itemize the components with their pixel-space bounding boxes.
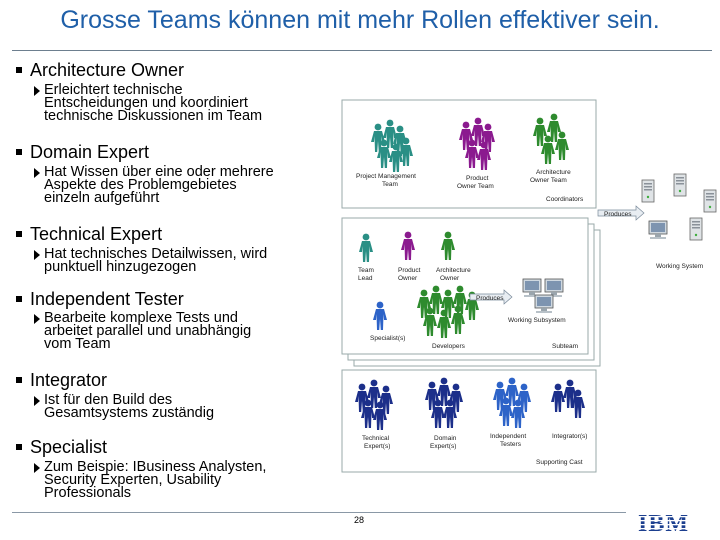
integrators-label: Integrator(s) [552, 433, 587, 440]
subteam-label: Subteam [552, 343, 578, 350]
role-specialist: Specialist [14, 437, 107, 458]
role-detail: Ist für den Build des Gesamtsystems zust… [34, 393, 344, 420]
role-detail: Hat Wissen über eine oder mehrere Aspekt… [34, 165, 344, 205]
bullet-triangle-icon [34, 314, 40, 324]
role-detail: Zum Beispie: IBusiness Analysten, Securi… [34, 460, 344, 500]
svg-text:Produces: Produces [604, 211, 632, 218]
role-detail: Hat technisches Detailwissen, wird punkt… [34, 247, 344, 274]
bullet-square-icon [16, 295, 22, 302]
specialists-label: Specialist(s) [370, 335, 405, 342]
working-system-label: Working System [656, 263, 703, 270]
bullet-square-icon [16, 376, 22, 383]
ibm-logo-text: IBM [638, 511, 689, 536]
bullet-triangle-icon [34, 463, 40, 473]
coordinators-label: Coordinators [546, 196, 584, 203]
bullet-triangle-icon [34, 168, 40, 178]
produces-arrow-top: Produces [597, 205, 645, 221]
developers-label: Developers [432, 343, 466, 350]
role-detail: Erleichtert technische Entscheidungen un… [34, 83, 344, 123]
bullet-square-icon [16, 230, 22, 237]
working-subsystem-label: Working Subsystem [508, 317, 566, 324]
role-independent-tester: Independent Tester [14, 289, 184, 310]
footer-divider [12, 512, 626, 513]
svg-text:Produces: Produces [476, 295, 504, 302]
role-technical-expert: Technical Expert [14, 224, 162, 245]
ibm-logo: IBM [636, 511, 706, 536]
page-number: 28 [354, 515, 365, 525]
bullet-triangle-icon [34, 86, 40, 96]
role-detail: Bearbeite komplexe Tests und arbeitet pa… [34, 311, 344, 351]
role-domain-expert: Domain Expert [14, 142, 149, 163]
title-divider [12, 50, 712, 51]
bullet-triangle-icon [34, 250, 40, 260]
bullet-square-icon [16, 148, 22, 155]
working-system-cluster [641, 173, 717, 241]
role-integrator: Integrator [14, 370, 107, 391]
role-architecture-owner: Architecture Owner [14, 60, 184, 81]
slide-title: Grosse Teams können mit mehr Rollen effe… [60, 6, 660, 34]
bullet-square-icon [16, 443, 22, 450]
bullet-square-icon [16, 66, 22, 73]
supporting-cast-label: Supporting Cast [536, 459, 583, 466]
produces-arrow-sub: Produces [469, 289, 513, 305]
bullet-triangle-icon [34, 396, 40, 406]
